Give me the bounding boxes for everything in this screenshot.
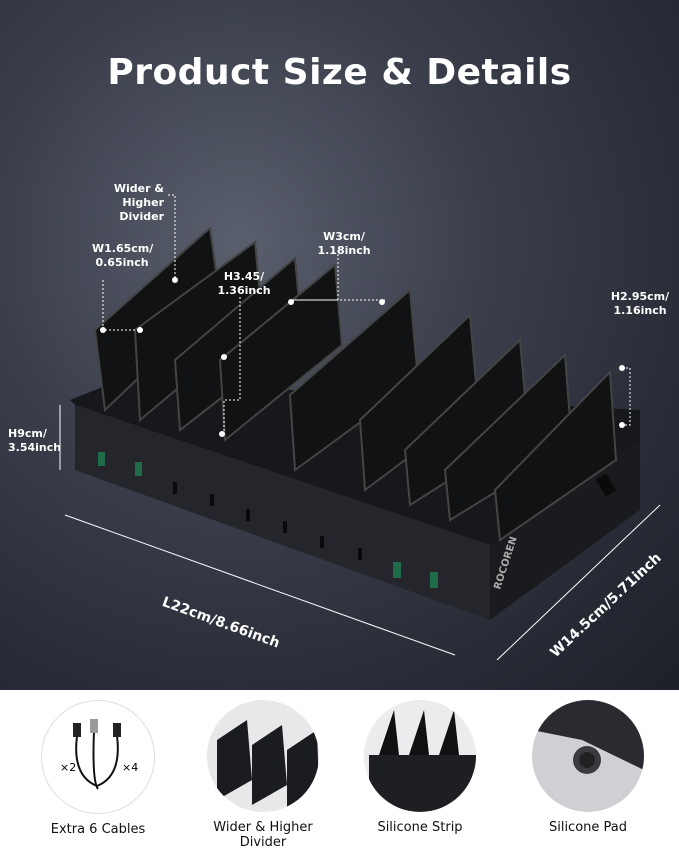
page-title: Product Size & Details [107,52,572,93]
divider [218,263,344,443]
usb-a-cable-count: ×2 [60,761,77,774]
station-front [75,405,490,620]
label-divider-width: W1.65cm/ 0.65inch [92,242,154,269]
divider [493,369,618,542]
usb-c-port [246,509,250,521]
silicone-strip-image [364,700,476,812]
usb-c-port [210,494,214,506]
usb-c-cable-count: ×4 [122,761,139,774]
label-right-height: H2.95cm/ 1.16inch [610,290,670,317]
usb-a-port [135,462,142,476]
usb-a-port [98,452,105,466]
feature-divider: Wider & Higher Divider [188,700,338,850]
feature-label: Wider & Higher Divider [213,820,313,850]
usb-c-port [283,521,287,533]
usb-c-port [320,536,324,548]
feature-silicone-pad: Silicone Pad [513,700,663,835]
feature-cables: ×2 ×4 Extra 6 Cables [23,700,173,837]
silicone-pad-image [532,700,644,812]
cable-icon [73,719,121,790]
divider-image [207,700,319,812]
usb-a-port [430,572,438,588]
usb-ports [98,452,438,588]
label-divider: Wider & Higher Divider [113,182,164,223]
cables-image: ×2 ×4 [41,700,155,814]
feature-label: Silicone Pad [548,820,628,835]
usb-c-port [358,548,362,560]
label-height: H9cm/ 3.54inch [8,427,62,454]
usb-a-port [393,562,401,578]
feature-label: Silicone Strip [377,820,463,835]
label-slot-width: W3cm/ 1.18inch [317,230,371,257]
feature-silicone-strip: Silicone Strip [345,700,495,835]
charging-station-illustration: ROCOREN [70,226,640,620]
label-slot-height: H3.45/ 1.36inch [217,270,271,297]
usb-c-port [173,482,177,494]
feature-label: Extra 6 Cables [50,822,146,837]
power-switch [595,473,617,497]
